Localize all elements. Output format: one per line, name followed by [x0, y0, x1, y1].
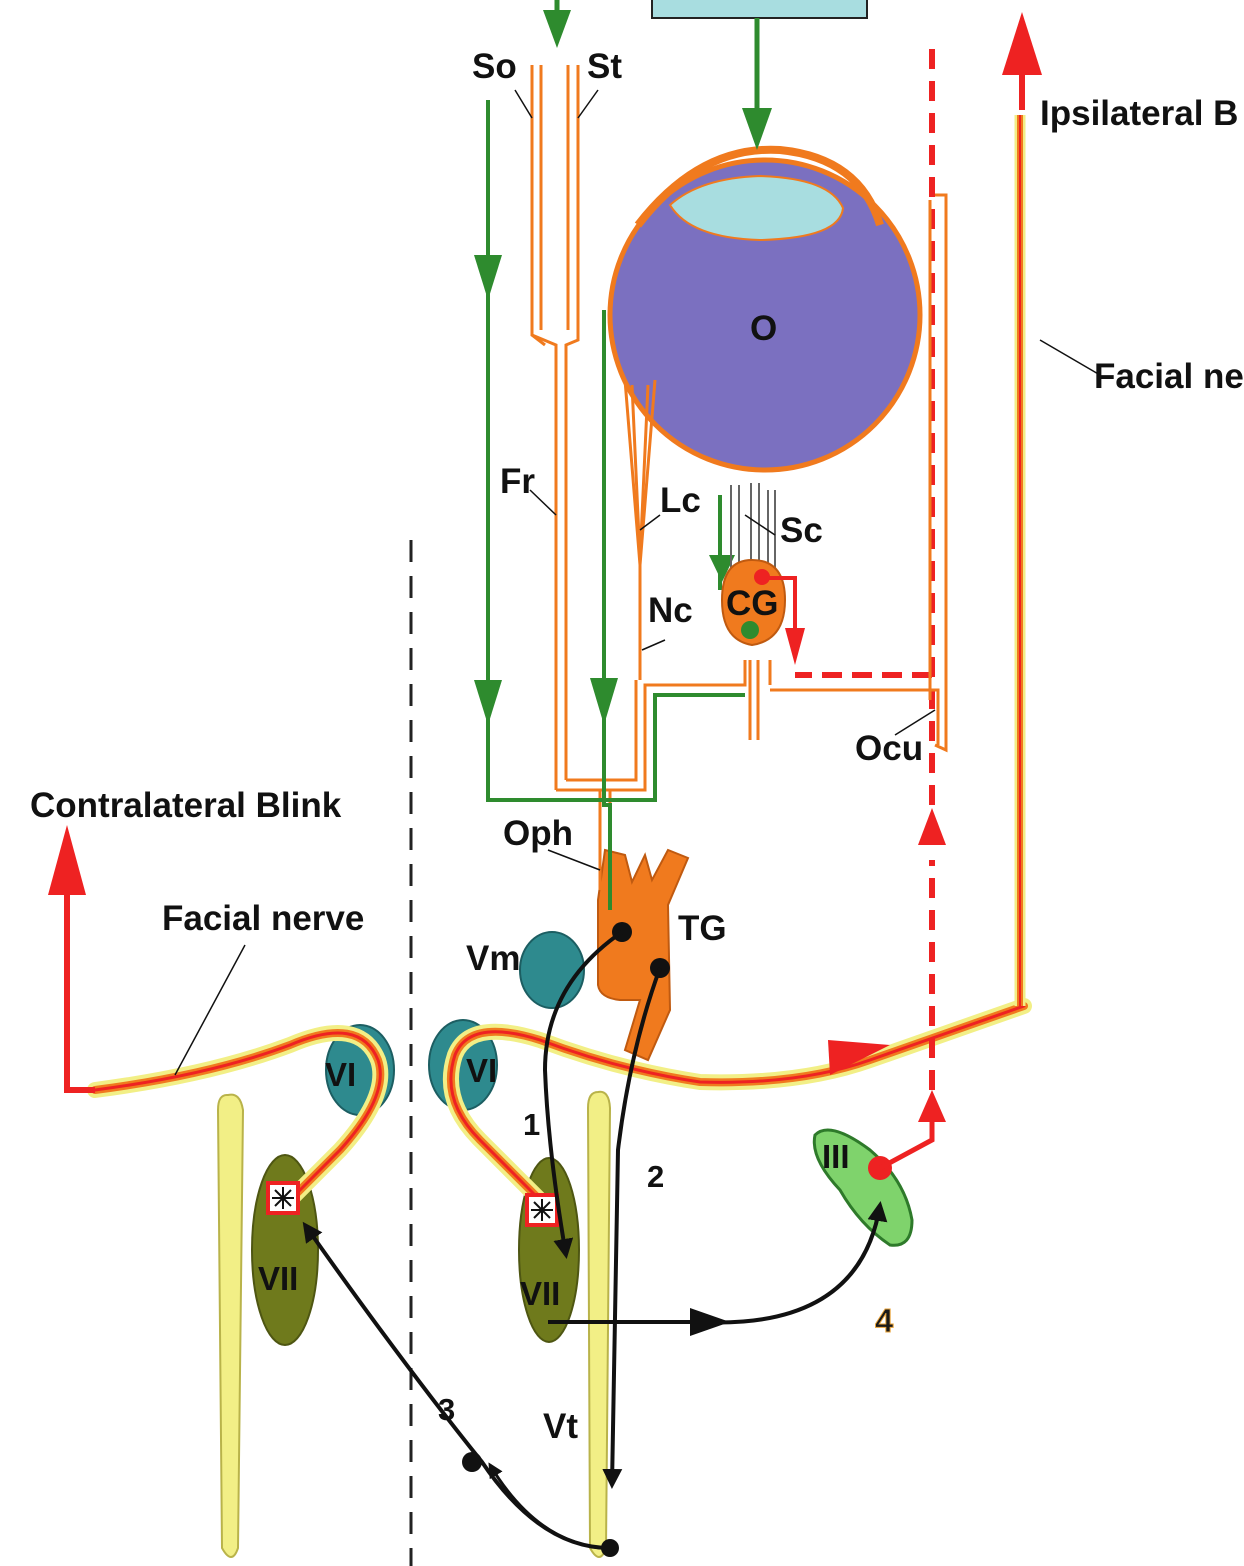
label-vt: Vt — [543, 1407, 578, 1446]
oculomotor-output-arrow — [878, 1118, 935, 1171]
cg-red-neuron — [754, 569, 770, 585]
label-nc: Nc — [648, 591, 693, 630]
cg-red-arrowhead — [785, 628, 805, 665]
label-fr: Fr — [500, 462, 535, 501]
green-arrowhead-inner — [590, 678, 618, 725]
label-facial-nerve-right: Facial ne — [1094, 357, 1244, 396]
cg-red-output — [765, 576, 797, 640]
pathway-1-line — [542, 930, 624, 1259]
contralateral-blink-arrowhead — [48, 825, 86, 895]
label-ocu: Ocu — [855, 729, 923, 768]
label-cg: CG — [726, 584, 779, 623]
pathway-4-mid-arrowhead — [690, 1308, 730, 1336]
ipsilateral-blink-arrowhead — [1002, 12, 1042, 75]
pathway-3-branch — [488, 1462, 601, 1550]
right-facial-nerve-loop — [442, 998, 1032, 1208]
label-vii-right: VII — [520, 1275, 560, 1312]
left-facial-nerve-loop — [87, 1025, 389, 1208]
green-arrowhead-top-left — [543, 10, 571, 48]
vt-neuron-mid — [462, 1452, 482, 1472]
label-iii: III — [822, 1138, 850, 1175]
green-arrowhead-so-lower — [474, 680, 502, 725]
label-vi-right: VI — [466, 1052, 497, 1089]
contralateral-blink-arrow-shaft — [64, 880, 95, 1093]
top-source-box — [651, 0, 868, 19]
eye-globe — [607, 145, 923, 473]
pathway-number-3: 3 — [438, 1392, 455, 1427]
right-vii-interneuron — [525, 1193, 559, 1227]
label-so: So — [472, 47, 517, 86]
label-vii-left: VII — [258, 1260, 298, 1297]
label-facial-nerve-left: Facial nerve — [162, 899, 364, 938]
right-brainstem-column — [586, 1090, 612, 1558]
green-arrowhead-so-upper — [474, 255, 502, 300]
pathway-2-line — [602, 967, 662, 1489]
vt-neuron-bottom — [601, 1539, 619, 1557]
leader-lines — [174, 89, 1101, 1076]
left-vii-interneuron — [266, 1181, 300, 1215]
label-ipsilateral-blink: Ipsilateral B — [1040, 94, 1238, 133]
label-eye-o: O — [750, 309, 777, 348]
mesencephalic-trigeminal-vm — [519, 931, 585, 1009]
left-brainstem-column — [216, 1093, 245, 1558]
cg-green-neuron — [741, 621, 759, 639]
ciliary-ganglion — [720, 558, 787, 647]
label-vi-left: VI — [325, 1056, 356, 1093]
facial-nerve-arrowhead — [828, 1040, 890, 1075]
oculomotor-output-arrowhead — [918, 1090, 946, 1122]
pathway-number-1: 1 — [523, 1107, 540, 1142]
label-st: St — [587, 47, 622, 86]
pathway-number-4: 4 — [875, 1302, 894, 1339]
label-contralateral-blink: Contralateral Blink — [30, 786, 342, 825]
green-arrowhead-cg — [709, 555, 735, 582]
label-vm: Vm — [466, 939, 520, 978]
label-sc: Sc — [780, 511, 823, 550]
label-oph: Oph — [503, 814, 573, 853]
trigeminal-ganglion — [597, 848, 690, 1062]
ophthalmic-nerve-tree — [530, 65, 948, 890]
label-lc: Lc — [660, 481, 701, 520]
pathway-number-2: 2 — [647, 1159, 664, 1194]
red-dashed-arrowhead — [918, 808, 946, 845]
label-tg: TG — [678, 909, 727, 948]
oculomotor-nucleus — [812, 1128, 914, 1247]
green-arrowhead-to-eye — [742, 108, 772, 150]
